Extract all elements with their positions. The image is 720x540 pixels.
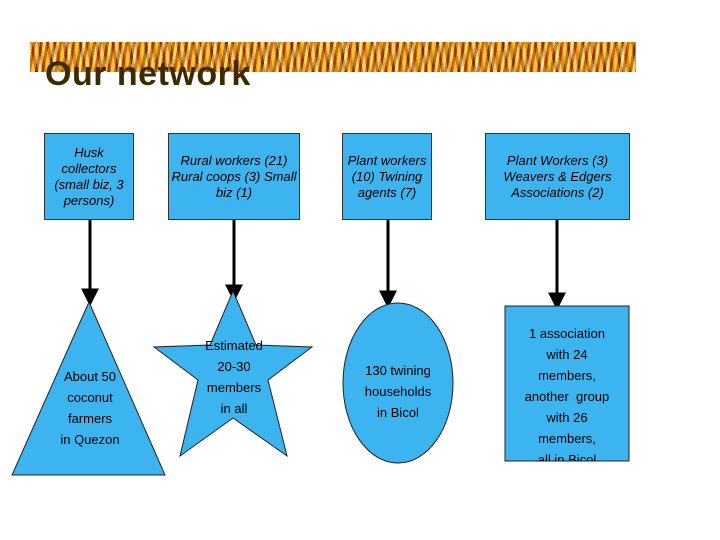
plant-workers-label: Plant workers (10) Twining agents (7): [347, 152, 427, 200]
rectangle-shape: [504, 305, 630, 462]
rect-line-7: all in Bicol: [537, 452, 597, 461]
circle-line-2: households: [364, 384, 432, 399]
rect-line-2: with 24: [546, 347, 588, 362]
triangle-line-4: in Quezon: [60, 432, 120, 447]
triangle-line-3: farmers: [67, 411, 113, 426]
star-line-1: Estimated: [205, 338, 263, 353]
star-line-2: 20-30: [217, 359, 251, 374]
associations-box: Plant Workers (3) Weavers & Edgers Assoc…: [485, 133, 630, 220]
associations-label: Plant Workers (3) Weavers & Edgers Assoc…: [503, 152, 612, 200]
star-shape: [152, 289, 314, 458]
husk-collectors-box: Husk collectors (small biz, 3 persons): [44, 133, 134, 220]
rect-line-3: members,: [538, 368, 596, 383]
rect-line-5: with 26: [546, 410, 588, 425]
star-text: Estimated 20-30 members in all: [188, 335, 280, 419]
rural-workers-box: Rural workers (21) Rural coops (3) Small…: [168, 133, 300, 220]
circle-line-1: 130 twining: [365, 363, 431, 378]
triangle-text: About 50 coconut farmers in Quezon: [44, 366, 136, 450]
circle-line-3: in Bicol: [377, 405, 419, 420]
rural-workers-label: Rural workers (21) Rural coops (3) Small…: [171, 152, 297, 200]
star-line-4: in all: [220, 401, 248, 416]
rect-line-6: members,: [538, 431, 596, 446]
page-title: Our network: [45, 55, 251, 93]
rect-line-1: 1 association: [529, 326, 605, 341]
rect-line-4: another group: [524, 389, 610, 404]
star-line-3: members: [206, 380, 262, 395]
triangle-shape: [11, 300, 166, 476]
title-banner: [30, 42, 636, 72]
rectangle-text: 1 association with 24 members, another g…: [505, 323, 629, 461]
husk-collectors-label: Husk collectors (small biz, 3 persons): [54, 144, 124, 208]
circle-text: 130 twining households in Bicol: [348, 360, 448, 423]
circle-shape: [342, 302, 454, 464]
triangle-line-1: About 50: [63, 369, 117, 384]
triangle-line-2: coconut: [67, 390, 113, 405]
plant-workers-box: Plant workers (10) Twining agents (7): [342, 133, 432, 220]
